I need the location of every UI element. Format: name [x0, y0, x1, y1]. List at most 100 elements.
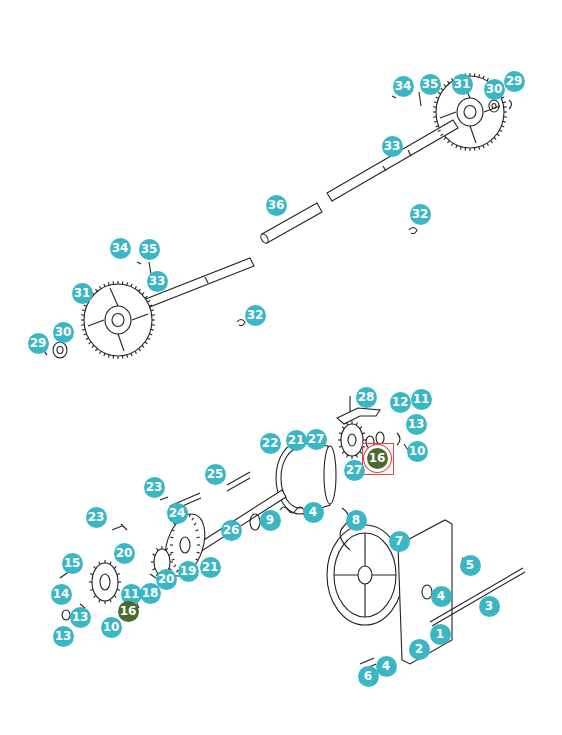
- gear-tooth: [94, 566, 96, 568]
- callout-number: 5: [460, 555, 481, 576]
- gear-teeth: [433, 73, 507, 151]
- callout-number: 30: [484, 79, 505, 100]
- callout-number: 11: [411, 389, 432, 410]
- gear-tooth: [441, 88, 443, 90]
- gear-tooth: [117, 281, 118, 284]
- gear-tooth: [84, 305, 87, 306]
- gear-tooth: [135, 286, 137, 289]
- gear-tooth: [433, 111, 436, 112]
- gear-tooth: [145, 342, 147, 344]
- callout-number: 28: [356, 387, 377, 408]
- gear-tooth: [110, 600, 111, 603]
- gear-tooth: [100, 286, 102, 289]
- gear-tooth: [118, 581, 121, 582]
- gear-tooth: [104, 601, 105, 604]
- gear-tooth: [483, 145, 484, 148]
- gear-tooth: [351, 421, 352, 424]
- callout-number: 10: [407, 441, 428, 462]
- gear-tooth: [438, 130, 441, 132]
- callout-number: 3: [479, 596, 500, 617]
- gear-tooth: [197, 552, 200, 554]
- washer: [53, 342, 67, 358]
- callout-number: 24: [167, 503, 188, 524]
- gear-tooth: [441, 134, 443, 136]
- gear-tooth: [196, 530, 199, 531]
- gear-tooth: [170, 544, 173, 545]
- callout-number: 6: [358, 666, 379, 687]
- callout-number: 4: [431, 586, 452, 607]
- gear-tooth: [135, 351, 137, 354]
- callout-number: 29: [28, 333, 49, 354]
- gear-tooth: [456, 145, 457, 148]
- clip: [509, 100, 512, 109]
- gear-tooth: [339, 433, 342, 434]
- gear-tooth: [90, 574, 93, 575]
- gear-tooth: [122, 356, 123, 359]
- callout-number: 8: [346, 510, 367, 531]
- callout-number: 25: [205, 464, 226, 485]
- gear-tooth: [192, 518, 194, 520]
- gear-tooth: [363, 439, 366, 440]
- gear-tooth: [94, 595, 96, 597]
- gear-tooth: [444, 137, 446, 139]
- bolt: [112, 497, 168, 530]
- gear-tooth: [174, 565, 176, 567]
- gear-tooth: [152, 314, 155, 315]
- callout-number: 21: [200, 557, 221, 578]
- gear-tooth: [197, 544, 200, 545]
- gear-tooth: [104, 284, 105, 287]
- gear-tooth: [196, 559, 199, 560]
- gear-tooth: [139, 349, 141, 351]
- gear-tooth: [84, 334, 87, 335]
- gear-tooth: [478, 74, 480, 77]
- washer: [489, 100, 499, 112]
- gear-tooth: [444, 84, 446, 86]
- callout-number: 10: [101, 617, 122, 638]
- gear-tooth: [170, 552, 173, 554]
- callout-number: 31: [72, 283, 93, 304]
- callout-number: 7: [389, 531, 410, 552]
- clip: [237, 228, 417, 326]
- gear-tooth: [434, 101, 437, 103]
- callout-number: 27: [306, 429, 327, 450]
- gear-tooth: [117, 589, 120, 590]
- gear-tooth: [142, 345, 144, 347]
- callout-number: 13: [70, 607, 91, 628]
- gear-tooth: [465, 148, 466, 151]
- callout-number: 30: [53, 322, 74, 343]
- gear-tooth: [117, 574, 120, 575]
- callout-number: 26: [221, 520, 242, 541]
- callout-number: 34: [393, 76, 414, 97]
- callout-number: 20: [114, 543, 135, 564]
- callout-number: 32: [410, 204, 431, 225]
- gear-tooth: [122, 281, 123, 284]
- callout-number: 4: [303, 502, 324, 523]
- gear-tooth: [89, 342, 91, 344]
- gear-tooth: [151, 561, 154, 562]
- gear-tooth: [169, 554, 172, 556]
- gear-tooth: [110, 562, 111, 565]
- gear-tooth: [82, 309, 85, 311]
- gear-tooth: [166, 548, 168, 551]
- gear-tooth: [170, 561, 173, 562]
- washer: [366, 432, 384, 448]
- callout-number: 35: [139, 239, 160, 260]
- gear-tooth: [460, 147, 462, 150]
- callout-number: 1: [430, 624, 451, 645]
- callout-number: 21: [286, 430, 307, 451]
- gear-tooth: [151, 329, 154, 331]
- gear-tooth: [95, 289, 97, 291]
- gear-tooth: [474, 73, 475, 76]
- spring: [280, 507, 304, 513]
- gear-tooth: [157, 548, 159, 551]
- callout-number: 2: [409, 639, 430, 660]
- gear-tooth: [497, 134, 499, 136]
- gear-tooth: [434, 121, 437, 123]
- callout-number: 18: [140, 583, 161, 604]
- pin: [397, 433, 408, 450]
- gear-tooth: [356, 422, 357, 425]
- callout-number: 16: [367, 448, 388, 469]
- gear-tooth: [469, 73, 470, 76]
- gear-tooth: [81, 314, 84, 315]
- gear-tooth: [501, 97, 504, 98]
